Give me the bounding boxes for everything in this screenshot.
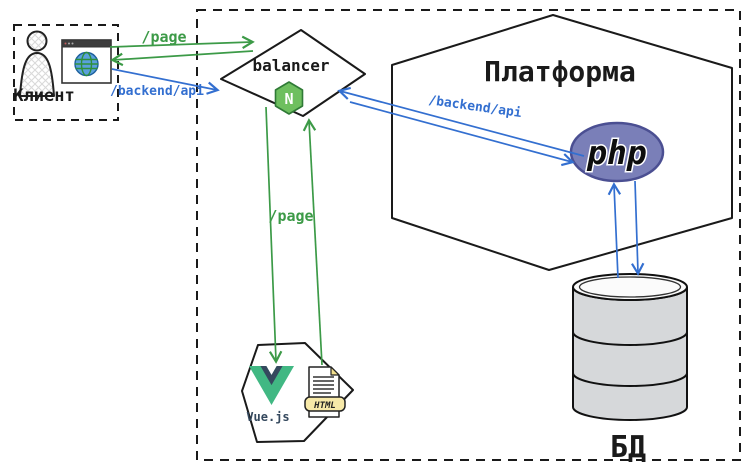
database-cylinder-icon <box>572 273 688 421</box>
page-label-client: /page <box>141 28 186 46</box>
database-label: БД <box>610 430 646 465</box>
php-label: php <box>586 133 647 172</box>
platform-label: Платформа <box>484 55 636 88</box>
system-boundary <box>196 9 741 461</box>
edge-db-to-php <box>607 182 622 279</box>
edge-balancer-to-client-page <box>110 50 254 67</box>
edge-frontend-to-balancer <box>302 118 323 366</box>
client-node: Клиент <box>13 24 119 121</box>
edge-balancer-to-frontend <box>265 106 283 364</box>
edge-client-to-balancer-page <box>109 35 255 49</box>
page-label-frontend: /page <box>268 207 313 225</box>
edge-balancer-to-php-api <box>349 101 575 167</box>
edge-php-to-db <box>631 180 645 276</box>
edge-php-to-balancer-api <box>337 86 585 157</box>
globe-icon <box>74 51 99 77</box>
balancer-node: balancer N <box>220 29 366 117</box>
database-node: БД <box>572 273 688 465</box>
balancer-diamond <box>220 29 366 117</box>
browser-icon <box>61 39 112 84</box>
balancer-label: balancer <box>252 56 329 75</box>
vuejs-label: Vue.js <box>246 410 289 424</box>
client-label: Клиент <box>13 86 74 106</box>
nginx-letter: N <box>284 90 293 108</box>
frontend-node: Vue.js HTML <box>241 342 354 443</box>
api-label-client: /backend/api <box>110 84 204 99</box>
php-logo: php <box>569 121 665 183</box>
person-icon <box>19 30 55 97</box>
platform-hexagon <box>391 14 733 271</box>
nginx-icon: N <box>274 81 304 115</box>
html-badge-label: HTML <box>313 401 336 411</box>
platform-node: Платформа <box>391 14 733 271</box>
html-file-icon: HTML <box>304 366 346 418</box>
edge-client-to-balancer-api <box>111 68 220 95</box>
vuejs-logo-icon <box>249 366 295 405</box>
